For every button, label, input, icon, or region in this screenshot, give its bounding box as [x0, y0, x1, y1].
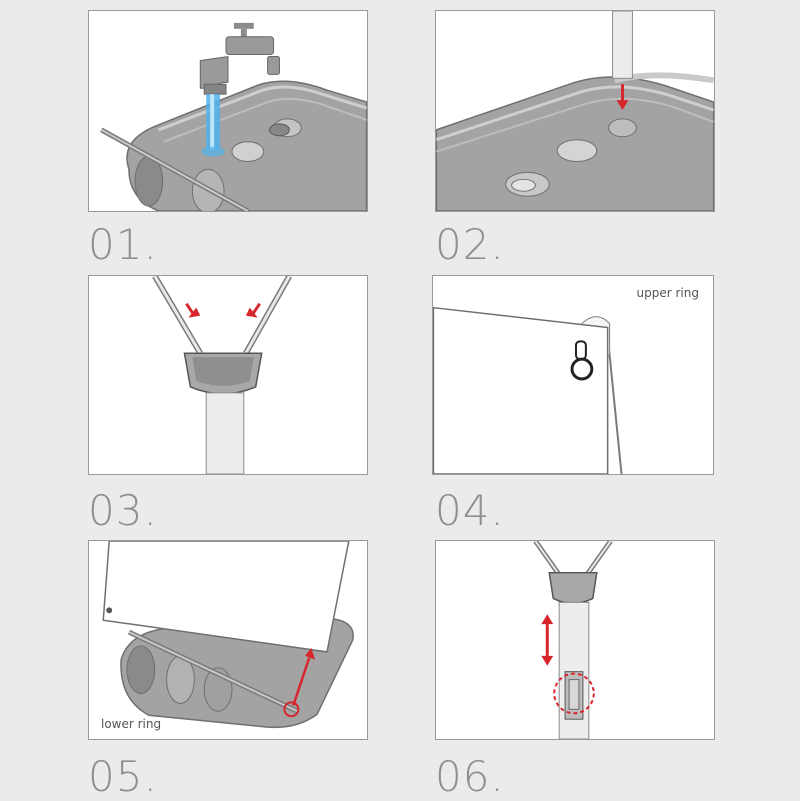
step-3-illustration: [152, 276, 292, 474]
highlight-circle-icon: [283, 701, 300, 718]
ring-icon: [570, 340, 594, 381]
step-4-panel: upper ring: [432, 275, 714, 475]
double-arrow-icon: [541, 614, 554, 666]
step-4-illustration: [433, 306, 623, 474]
step-1-number: 01.: [88, 220, 158, 269]
step-2-illustration: [436, 11, 714, 211]
step-1-illustration: [100, 22, 367, 211]
step-5-number: 05.: [88, 752, 158, 801]
upper-ring-label: upper ring: [636, 286, 699, 300]
water-stream-icon: [201, 94, 226, 157]
step-3-number: 03.: [88, 486, 158, 535]
sign-panel: [433, 306, 609, 474]
sign-panel: [102, 541, 350, 653]
step-6-number: 06.: [435, 752, 505, 801]
pole-socket: [608, 118, 637, 138]
step-5-illustration: [102, 541, 354, 729]
pole: [612, 11, 633, 79]
red-arrow-icon: [616, 84, 629, 111]
cap-icon: [269, 123, 290, 137]
red-arrow-icon: [292, 647, 316, 706]
step-1-panel: [88, 10, 368, 212]
step-2-number: 02.: [435, 220, 505, 269]
step-3-panel: [88, 275, 368, 475]
step-5-panel: lower ring: [88, 540, 368, 740]
pole: [205, 392, 245, 474]
step-6-illustration: [533, 541, 613, 739]
red-arrow-icon: [245, 302, 261, 318]
faucet-icon: [199, 22, 280, 95]
frame-connector: [548, 571, 598, 605]
step-4-number: 04.: [435, 486, 505, 535]
highlight-circle-icon: [553, 672, 595, 715]
fill-opening: [231, 141, 265, 162]
lower-ring-label: lower ring: [101, 717, 162, 731]
step-2-panel: [435, 10, 715, 212]
red-arrow-icon: [185, 302, 201, 318]
step-6-panel: [435, 540, 715, 740]
